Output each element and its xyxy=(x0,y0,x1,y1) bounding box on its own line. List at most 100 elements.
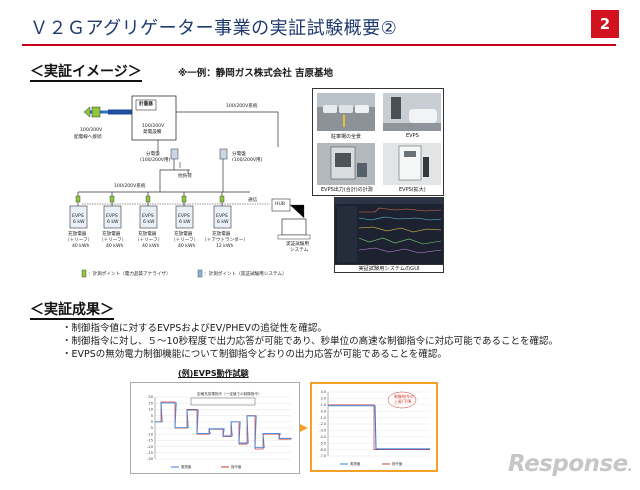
photo-parking-lot xyxy=(317,93,375,131)
chart-transition-arrow-icon xyxy=(300,424,308,432)
chart-1-measured-series xyxy=(155,402,293,449)
pc-label-2: システム xyxy=(290,248,309,253)
chart-1-y-tick: -15 xyxy=(147,439,153,443)
evps-4-battery: 40 kWh xyxy=(178,244,196,249)
chart-2-legend-command: 指令値 xyxy=(392,461,403,466)
evps-1-type: 充放電器 xyxy=(68,232,87,237)
photo-evps xyxy=(383,93,441,131)
evps-4-type: 充放電器 xyxy=(174,232,193,237)
chart-2-measured-series xyxy=(328,405,430,450)
photo-evps-closeup xyxy=(383,143,441,185)
grid-connection-icon xyxy=(83,106,91,118)
chart-2-y-tick: -6.0 xyxy=(319,448,326,452)
photo-2-caption: EVPS xyxy=(406,133,419,139)
chart-2-y-tick: -7.0 xyxy=(319,454,326,458)
chart-1-y-tick: -10 xyxy=(147,432,154,436)
panel-right-meter-icon xyxy=(219,148,228,160)
evps-2-name: EVPS xyxy=(106,214,118,219)
result-bullet-3: ・EVPSの無効電力制御機能について制御指令どおりの出力応答が可能であることを確… xyxy=(62,349,447,360)
generator-label-1: 100/200V xyxy=(142,124,165,129)
photo-1-caption: 駐車場の全景 xyxy=(331,134,362,140)
chart-1-y-tick: -5 xyxy=(149,426,153,430)
evps-1-power: 6 kW xyxy=(73,220,85,225)
chart-2-y-tick: -2.0 xyxy=(319,422,326,426)
evps-1-name: EVPS xyxy=(72,214,84,219)
load-label: 他負荷 xyxy=(178,174,192,179)
chart-2: 制御指令の 上昇/下降 3.02.01.00.0-1.0-2.0-3.0-4.0… xyxy=(319,390,430,466)
grid-label-2: 配電線へ接続 xyxy=(74,135,102,140)
panel-left-label-1: 分電盤 xyxy=(146,152,160,157)
panel-left-label-2: (100/200V用) xyxy=(140,158,171,163)
evps-5-car: （＋アウトランダー） xyxy=(202,238,248,243)
chart-1-annotation: 定格充放電指令（一定値での制御指令） xyxy=(197,391,262,396)
chart-1-y-tick: 5 xyxy=(151,414,153,418)
chart-2-annotation-bubble xyxy=(387,391,417,409)
photo-measurement xyxy=(317,143,375,185)
evps-5-name: EVPS xyxy=(216,214,228,219)
evps-3-car: （＋リーフ） xyxy=(135,238,163,243)
evps-2-power: 6 kW xyxy=(107,220,119,225)
panel-right-label-2: (100/200V用) xyxy=(232,158,263,163)
example-label: (例)EVPS動作試験 xyxy=(178,369,249,378)
legend-analyzer-label: ：計測ポイント（電力品質アナライザ） xyxy=(88,272,171,277)
photo-4-caption: EVPS(拡大) xyxy=(399,187,426,193)
chart-1-y-tick: 10 xyxy=(148,408,153,412)
pc-icon xyxy=(281,218,307,236)
evps-4-name: EVPS xyxy=(178,214,190,219)
evps-5-type: 充放電器 xyxy=(212,232,231,237)
panel-right-label-1: 分電盤 xyxy=(232,152,246,157)
results-list: ・制御指令値に対するEVPSおよびEV/PHEVの追従性を確認。 ・制御指令に対… xyxy=(62,322,558,361)
legend-analyzer-icon xyxy=(81,269,87,278)
site-note: ※一例：静岡ガス株式会社 吉原基地 xyxy=(178,68,334,79)
photo-3-caption: EVPS出力(合計)の計測 xyxy=(321,187,373,193)
chart-2-y-tick: 2.0 xyxy=(321,397,326,401)
evps-5-battery: 12 kWh xyxy=(216,244,234,249)
top-system-label: 100/200V系統 xyxy=(226,104,258,109)
panel-left-meter-icon xyxy=(170,148,179,160)
chart-2-annotation-1: 制御指令の xyxy=(394,393,414,399)
system-diagram: 100/200V 配電線へ接続 計量器 100/200V 発電設備 100/20… xyxy=(60,92,315,287)
evps-3-type: 充放電器 xyxy=(138,232,157,237)
chart-2-y-tick: 3.0 xyxy=(321,390,326,394)
title-underline xyxy=(22,44,616,46)
chart-1-y-tick: 20 xyxy=(148,395,153,399)
page-title: Ｖ２Ｇアグリゲーター事業の実証試験概要② xyxy=(30,18,398,39)
chart-1-y-tick: -25 xyxy=(147,451,153,455)
chart-1-y-tick: -20 xyxy=(147,445,154,449)
evps-4-car: （＋リーフ） xyxy=(171,238,199,243)
evps-4-power: 6 kW xyxy=(179,220,191,225)
chart-2-command-series xyxy=(328,404,430,450)
chart-1-y-tick: 15 xyxy=(148,401,153,405)
chart-2-annotation-2: 上昇/下降 xyxy=(394,398,411,404)
response-watermark: Response. xyxy=(508,451,633,477)
evps-1-battery: 40 kWh xyxy=(72,244,90,249)
chart-1: 定格充放電指令（一定値での制御指令） 20 15 10 5 0 -5 -10 -15 -20 -2… xyxy=(147,391,293,469)
chart-2-y-tick: -4.0 xyxy=(319,435,326,439)
chart-1-container: 定格充放電指令（一定値での制御指令） 20 15 10 5 0 -5 -10 -15 -20 -2… xyxy=(130,382,300,474)
meter-label: 計量器 xyxy=(139,102,153,107)
evps-1-car: （＋リーフ） xyxy=(65,238,93,243)
photos-panel: 駐車場の全景 EVPS EVPS出力(合計)の計測 EVPS(拡大) xyxy=(312,88,444,196)
result-bullet-2: ・制御指令に対し、５～10秒程度で出力応答が可能であり、秒単位の高速な制御指令に… xyxy=(62,336,559,347)
results-section-heading: ＜実証成果＞ xyxy=(30,302,114,320)
evps-2-car: （＋リーフ） xyxy=(99,238,127,243)
page-number-badge: 2 xyxy=(591,10,619,38)
grid-label-1: 100/200V xyxy=(80,128,103,133)
image-section-heading: ＜実証イメージ＞ xyxy=(30,64,142,82)
mid-system-label: 100/200V系統 xyxy=(114,184,146,189)
evps-3-name: EVPS xyxy=(142,214,154,219)
legend-system-icon xyxy=(197,269,203,278)
generator-label-2: 発電設備 xyxy=(143,130,162,135)
diagram-lines xyxy=(69,95,311,278)
chart-1-y-tick: 0 xyxy=(151,420,154,424)
chart-2-y-tick: -5.0 xyxy=(319,441,326,445)
chart-2-y-tick: -3.0 xyxy=(319,429,326,433)
evps-2-battery: 40 kWh xyxy=(106,244,124,249)
legend-system-label: ：計測ポイント（実証試験用システム） xyxy=(204,272,287,277)
chart-2-y-tick: 1.0 xyxy=(321,403,326,407)
chart-2-legend-measured: 実測値 xyxy=(350,461,361,466)
chart-1-legend-measured: 実測値 xyxy=(181,464,192,469)
evps-units xyxy=(69,205,232,229)
gui-screenshot xyxy=(334,197,444,265)
